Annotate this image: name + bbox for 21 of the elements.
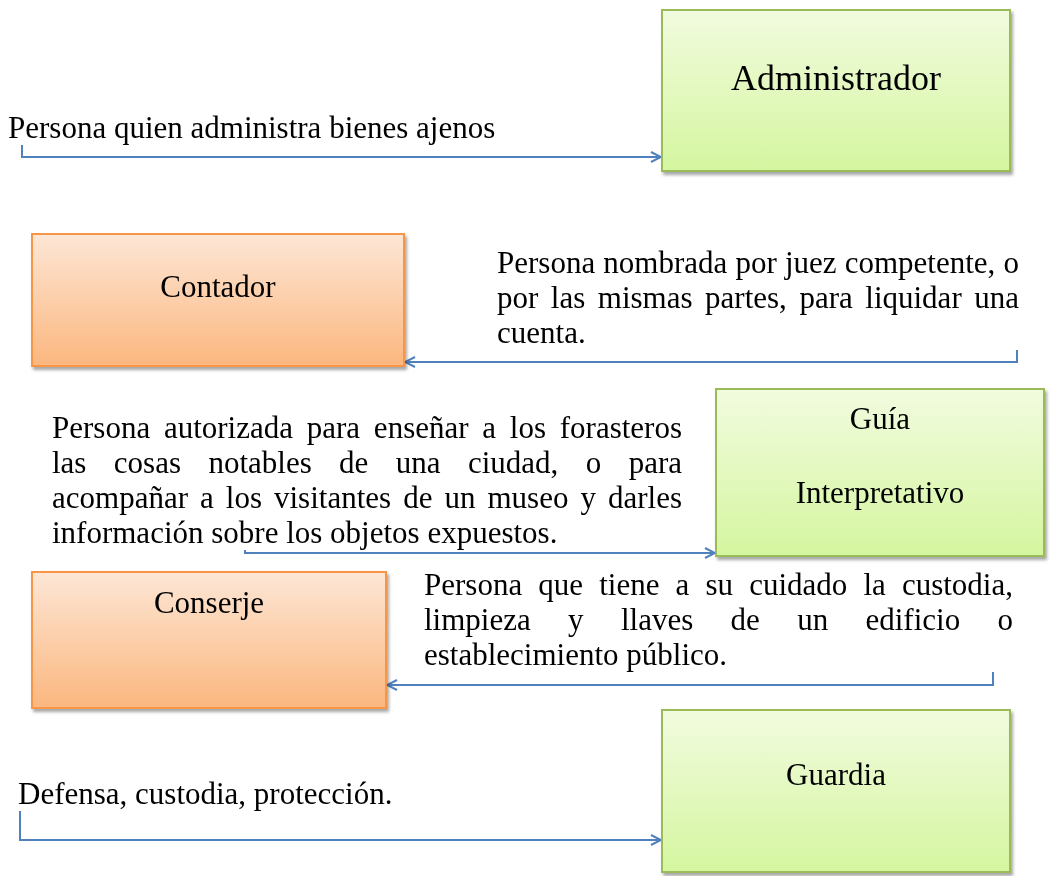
term-box bbox=[661, 709, 1011, 873]
term-label: Conserje bbox=[152, 585, 266, 621]
definition-text: Defensa, custodia, protección. bbox=[18, 776, 394, 811]
arrow bbox=[404, 349, 1018, 368]
definition-text: Persona que tiene a su cuidado la custodia, limpieza y llaves de un edificio o establecimiento público. bbox=[424, 567, 1013, 672]
arrow bbox=[21, 144, 662, 163]
term-label: Guía bbox=[848, 401, 912, 437]
arrow bbox=[386, 671, 994, 691]
definition-text: Persona nombrada por juez competente, o por las mismas partes, para liquidar una cuenta. bbox=[497, 245, 1019, 350]
definition-text: Persona quien administra bienes ajenos bbox=[8, 110, 497, 145]
term-label: Interpretativo bbox=[794, 475, 966, 511]
term-label: Administrador bbox=[730, 60, 942, 96]
arrow bbox=[19, 810, 662, 846]
term-box bbox=[661, 9, 1011, 172]
term-box bbox=[715, 388, 1045, 557]
term-box bbox=[31, 571, 387, 709]
term-label: Guardia bbox=[785, 757, 887, 793]
arrow bbox=[244, 547, 716, 559]
term-label: Contador bbox=[159, 269, 277, 305]
definition-text: Persona autorizada para enseñar a los forasteros las cosas notables de una ciudad, o para acompañar a los visitantes de un museo y darles información sobre los objetos expuestos. bbox=[52, 410, 682, 550]
term-box bbox=[31, 233, 405, 367]
